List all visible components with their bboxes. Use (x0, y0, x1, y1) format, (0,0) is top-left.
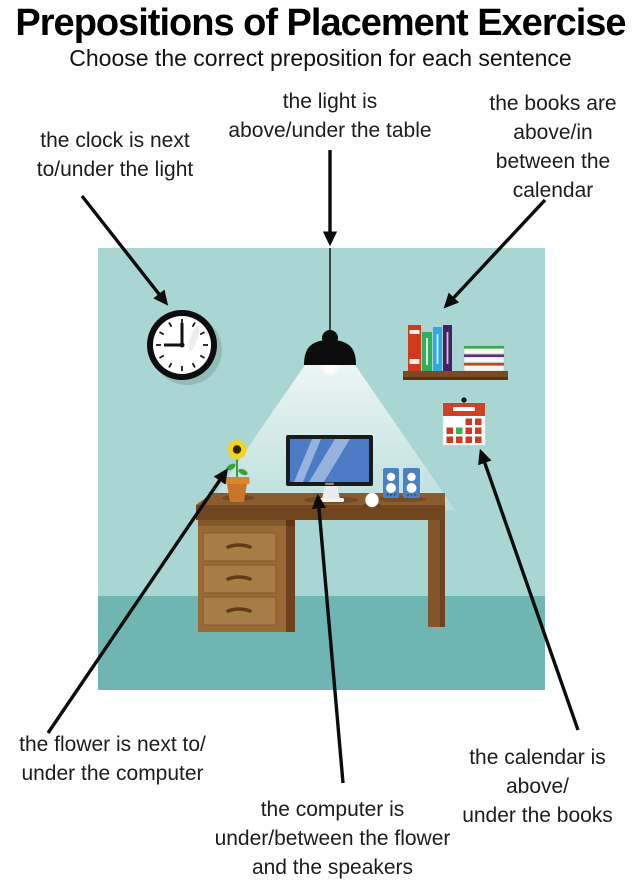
clock-ticks (156, 319, 208, 371)
label-flower: the flower is next to/ under the compute… (0, 730, 225, 788)
drawers (202, 532, 277, 626)
floor (98, 596, 545, 690)
label-line: above/under the table (228, 119, 432, 142)
label-light: the light is above/under the table (205, 87, 455, 145)
speaker-right (403, 468, 420, 498)
page-title: Prepositions of Placement Exercise (15, 2, 626, 44)
label-clock: the clock is next to/under the light (10, 126, 220, 184)
wall-clock (147, 310, 222, 385)
label-line: the clock is next (40, 129, 190, 152)
label-line: the books are (489, 92, 617, 115)
calendar-pin (461, 397, 467, 403)
sunflower (226, 439, 248, 460)
mouse (365, 492, 379, 508)
label-line: the light is (282, 90, 378, 113)
label-line: calendar (512, 179, 594, 202)
label-books: the books are above/in between the calen… (465, 89, 641, 205)
calendar-grid (446, 418, 482, 443)
label-line: the calendar is (469, 746, 606, 769)
label-computer: the computer is under/between the flower… (180, 795, 485, 882)
monitor-screen (290, 439, 369, 482)
pot-body (227, 484, 247, 502)
hanging-lamp (304, 248, 356, 376)
label-calendar: the calendar is above/ under the books (440, 743, 635, 830)
drawer-handle (226, 575, 252, 581)
label-line: the computer is (260, 798, 405, 821)
speakers (383, 468, 420, 498)
label-line: the flower is next to/ (19, 733, 206, 756)
monitor-stand (322, 486, 340, 499)
computer-monitor (286, 435, 373, 502)
desk-front-edge (196, 505, 445, 520)
drawer-handle (226, 607, 252, 613)
calendar (442, 397, 486, 446)
label-line: above/in (513, 121, 593, 144)
lamp-shade (304, 340, 356, 365)
shelf-board (403, 371, 508, 377)
label-line: between the (495, 150, 611, 173)
label-line: above/ (505, 775, 570, 798)
label-line: and the speakers (251, 856, 414, 879)
label-line: to/under the light (36, 158, 194, 181)
label-line: under the books (462, 804, 613, 827)
stacked-books (463, 345, 505, 372)
pot-rim (224, 477, 250, 484)
label-line: under the computer (21, 762, 204, 785)
drawer-handle (226, 543, 252, 549)
flower-pot (224, 439, 250, 502)
room-illustration (98, 248, 545, 690)
screen-reflections (294, 439, 350, 482)
bookshelf (403, 325, 508, 380)
speaker-left (383, 468, 399, 498)
label-line: under/between the flower (214, 827, 451, 850)
page-subtitle: Choose the correct preposition for each … (69, 45, 572, 71)
